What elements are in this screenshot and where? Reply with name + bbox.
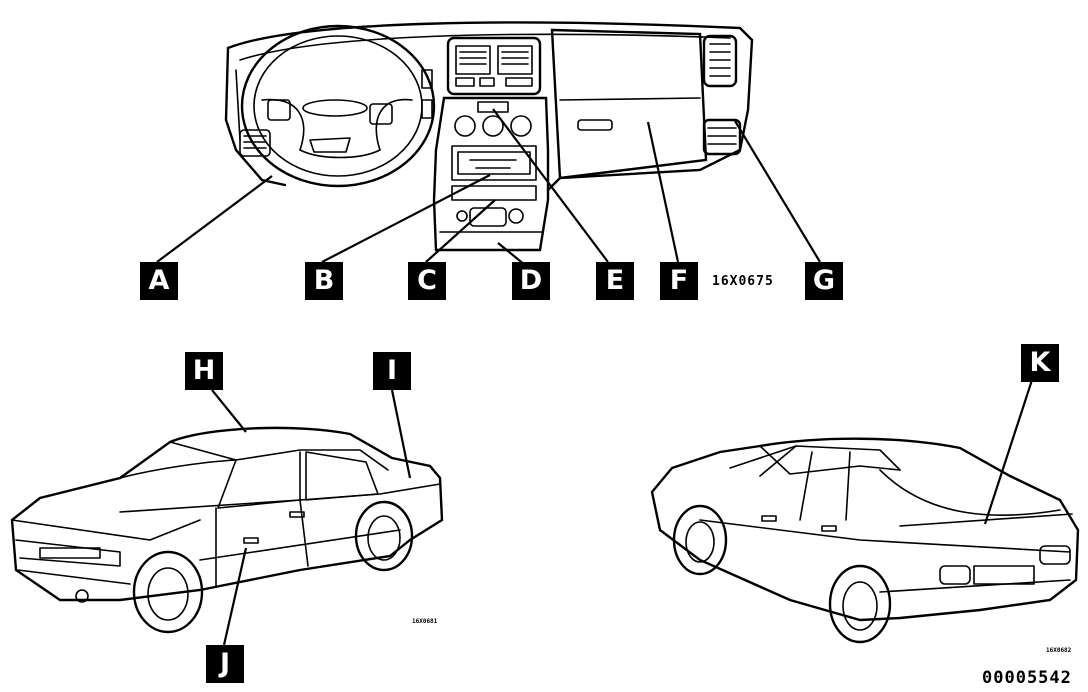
dashboard-figure-code: 16X0675 [712, 274, 774, 289]
leader-f [646, 121, 680, 263]
front-car-illustration [10, 426, 444, 634]
rear-car-illustration [650, 437, 1080, 644]
callout-k: K [1021, 344, 1059, 382]
dashboard-illustration [224, 21, 754, 252]
leader-b [321, 174, 491, 263]
figure-number: 00005542 [982, 668, 1072, 688]
callout-j: J [206, 645, 244, 683]
callout-h: H [185, 352, 223, 390]
leader-c [425, 199, 496, 263]
leader-e [492, 108, 609, 263]
leader-k [983, 379, 1034, 525]
callout-i: I [373, 352, 411, 390]
front-view-code: 16X0681 [412, 618, 438, 625]
leader-h [211, 389, 247, 433]
callout-g: G [805, 262, 843, 300]
callout-d: D [512, 262, 550, 300]
callout-a: A [140, 262, 178, 300]
callout-f: F [660, 262, 698, 300]
leader-g [734, 120, 821, 263]
leader-a [156, 175, 273, 263]
leader-d [497, 242, 526, 266]
callout-b: B [305, 262, 343, 300]
callout-c: C [408, 262, 446, 300]
callout-e: E [596, 262, 634, 300]
leader-i [390, 389, 412, 479]
leader-j [222, 547, 248, 646]
rear-view-code: 16X0682 [1046, 647, 1072, 654]
